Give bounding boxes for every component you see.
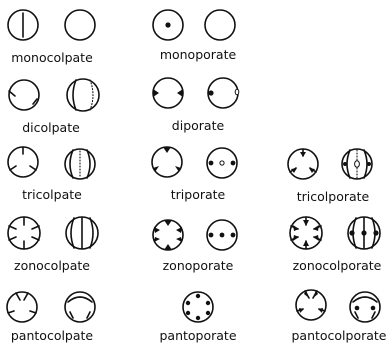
tricolpate-group: tricolpate	[8, 147, 95, 202]
pantocolporate-label: pantocolporate	[291, 328, 386, 343]
monoporate-polar-view	[153, 10, 183, 40]
triporate-equatorial-view	[207, 148, 237, 178]
tricolporate-equatorial-view	[342, 149, 372, 179]
tricolpate-equatorial-view	[65, 149, 95, 179]
monoporate-label: monoporate	[160, 47, 237, 62]
pantoporate-label: pantoporate	[159, 328, 236, 343]
tricolporate-label: tricolporate	[297, 189, 370, 204]
zonocolporate-equatorial-view	[348, 217, 380, 249]
monoporate-group: monoporate	[153, 10, 236, 62]
zonocolporate-polar-view	[290, 217, 322, 249]
zonocolpate-label: zonocolpate	[14, 258, 90, 273]
triporate-label: triporate	[171, 187, 226, 202]
zonoporate-polar-view	[153, 220, 183, 250]
pantocolporate-equatorial-view	[350, 292, 380, 322]
triporate-polar-view	[152, 147, 182, 177]
triporate-group: triporate	[152, 147, 237, 202]
diporate-polar-view	[153, 78, 183, 108]
zonoporate-equatorial-view	[207, 220, 237, 250]
diporate-equatorial-view	[208, 78, 239, 108]
pantocolpate-group: pantocolpate	[7, 292, 95, 343]
dicolpate-polar-view	[9, 80, 39, 110]
pantoporate-group: pantoporate	[159, 292, 236, 343]
dicolpate-group: dicolpate	[9, 79, 99, 135]
tricolpate-polar-view	[8, 147, 38, 177]
monocolpate-equatorial-view	[65, 10, 95, 40]
dicolpate-label: dicolpate	[22, 120, 80, 135]
pantocolpate-equatorial-view	[65, 292, 95, 322]
zonocolporate-label: zonocolporate	[293, 258, 382, 273]
pantocolpate-label: pantocolpate	[11, 328, 94, 343]
diporate-label: diporate	[172, 118, 225, 133]
monocolpate-label: monocolpate	[11, 50, 93, 65]
tricolporate-polar-view	[288, 149, 318, 179]
tricolpate-label: tricolpate	[22, 187, 82, 202]
monoporate-equatorial-view	[205, 10, 235, 40]
tricolporate-group: tricolporate	[288, 149, 372, 204]
zonoporate-label: zonoporate	[163, 258, 234, 273]
diporate-group: diporate	[153, 78, 239, 133]
dicolpate-equatorial-view	[67, 79, 99, 111]
pantocolporate-group: pantocolporate	[291, 290, 386, 343]
zonocolpate-equatorial-view	[66, 217, 98, 249]
monocolpate-polar-view	[8, 10, 38, 40]
zonoporate-group: zonoporate	[153, 220, 237, 273]
pantocolpate-polar-view	[7, 292, 37, 322]
zonocolporate-group: zonocolporate	[290, 217, 382, 273]
zonocolpate-group: zonocolpate	[8, 217, 98, 273]
pantocolporate-polar-view	[296, 290, 326, 320]
monocolpate-group: monocolpate	[8, 10, 95, 65]
pantoporate-polar-view	[183, 292, 213, 322]
zonocolpate-polar-view	[8, 217, 40, 249]
